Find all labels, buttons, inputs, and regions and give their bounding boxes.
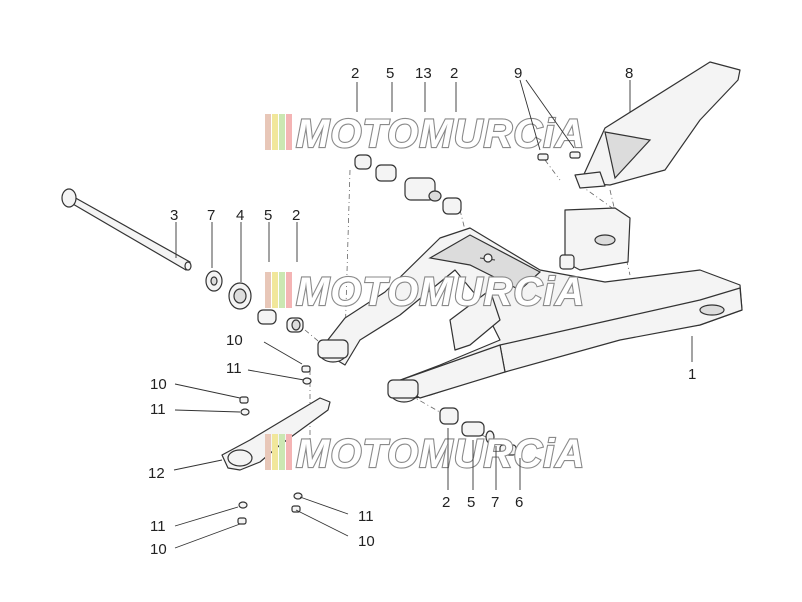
bush-5-left-part	[257, 309, 277, 325]
watermark-middle: MOTOMURCiA	[265, 269, 585, 315]
screw-10-c-part	[237, 517, 247, 525]
callout-3: 3	[170, 207, 178, 224]
bolt-6-part	[499, 444, 517, 456]
screw-10-b-part	[239, 396, 249, 404]
watermark-bottom: MOTOMURCiA	[265, 431, 585, 477]
callout-5-top: 5	[386, 65, 394, 82]
callout-11-b: 11	[150, 401, 166, 418]
callout-13: 13	[415, 65, 432, 82]
callout-11-a: 11	[226, 360, 242, 377]
callout-labels: 2 5 13 2 9 8 3 7 4 5 2 10 11 10 11 12 11…	[148, 65, 696, 558]
bush-2-left-part	[286, 317, 304, 333]
callout-9: 9	[514, 65, 522, 82]
spacer-13-part	[404, 177, 442, 202]
callout-2-top-right: 2	[450, 65, 458, 82]
bush-2-lower-right-part	[439, 407, 459, 425]
screw-10-a-part	[301, 365, 311, 373]
callout-8: 8	[625, 65, 633, 82]
bush-5-lower-right-part	[461, 421, 485, 437]
leader-lines	[173, 79, 693, 549]
callout-4: 4	[236, 207, 244, 224]
screw-9-left-part	[537, 153, 549, 161]
watermark-text: MOTOMURCiA	[296, 112, 585, 156]
swingarm-part	[317, 207, 743, 403]
washer-11-a-part	[302, 377, 312, 385]
washer-11-d-part	[293, 492, 303, 500]
callout-10-c: 10	[150, 541, 167, 558]
callout-2-left: 2	[292, 207, 300, 224]
pivot-axle-part	[61, 188, 192, 271]
bush-5-top-part	[375, 164, 397, 182]
washer-7-part	[205, 270, 223, 292]
callout-12: 12	[148, 465, 165, 482]
bush-2-top-right-part	[442, 197, 462, 215]
callout-11-c: 11	[150, 518, 166, 535]
callout-2-bottom: 2	[442, 494, 450, 511]
callout-5-left: 5	[264, 207, 272, 224]
callout-1: 1	[688, 366, 696, 383]
callout-10-b: 10	[150, 376, 167, 393]
watermark-top: MOTOMURCiA	[265, 111, 585, 157]
callout-10-a: 10	[226, 332, 243, 349]
callout-10-d: 10	[358, 533, 375, 550]
callout-11-d: 11	[358, 508, 374, 525]
washer-7-lower-part	[485, 430, 495, 444]
bearing-4-part	[228, 282, 252, 310]
watermark-text: MOTOMURCiA	[296, 432, 585, 476]
callout-5-bottom: 5	[467, 494, 475, 511]
screw-9-right-part	[569, 151, 581, 159]
washer-11-b-part	[240, 408, 250, 416]
callout-7-bottom: 7	[491, 494, 499, 511]
washer-11-c-part	[238, 501, 248, 509]
chain-guard-part	[574, 61, 741, 189]
callout-7-left: 7	[207, 207, 215, 224]
bush-2-top-left-part	[354, 154, 372, 170]
watermark-text: MOTOMURCiA	[296, 270, 585, 314]
callout-2-top-left: 2	[351, 65, 359, 82]
callout-6: 6	[515, 494, 523, 511]
